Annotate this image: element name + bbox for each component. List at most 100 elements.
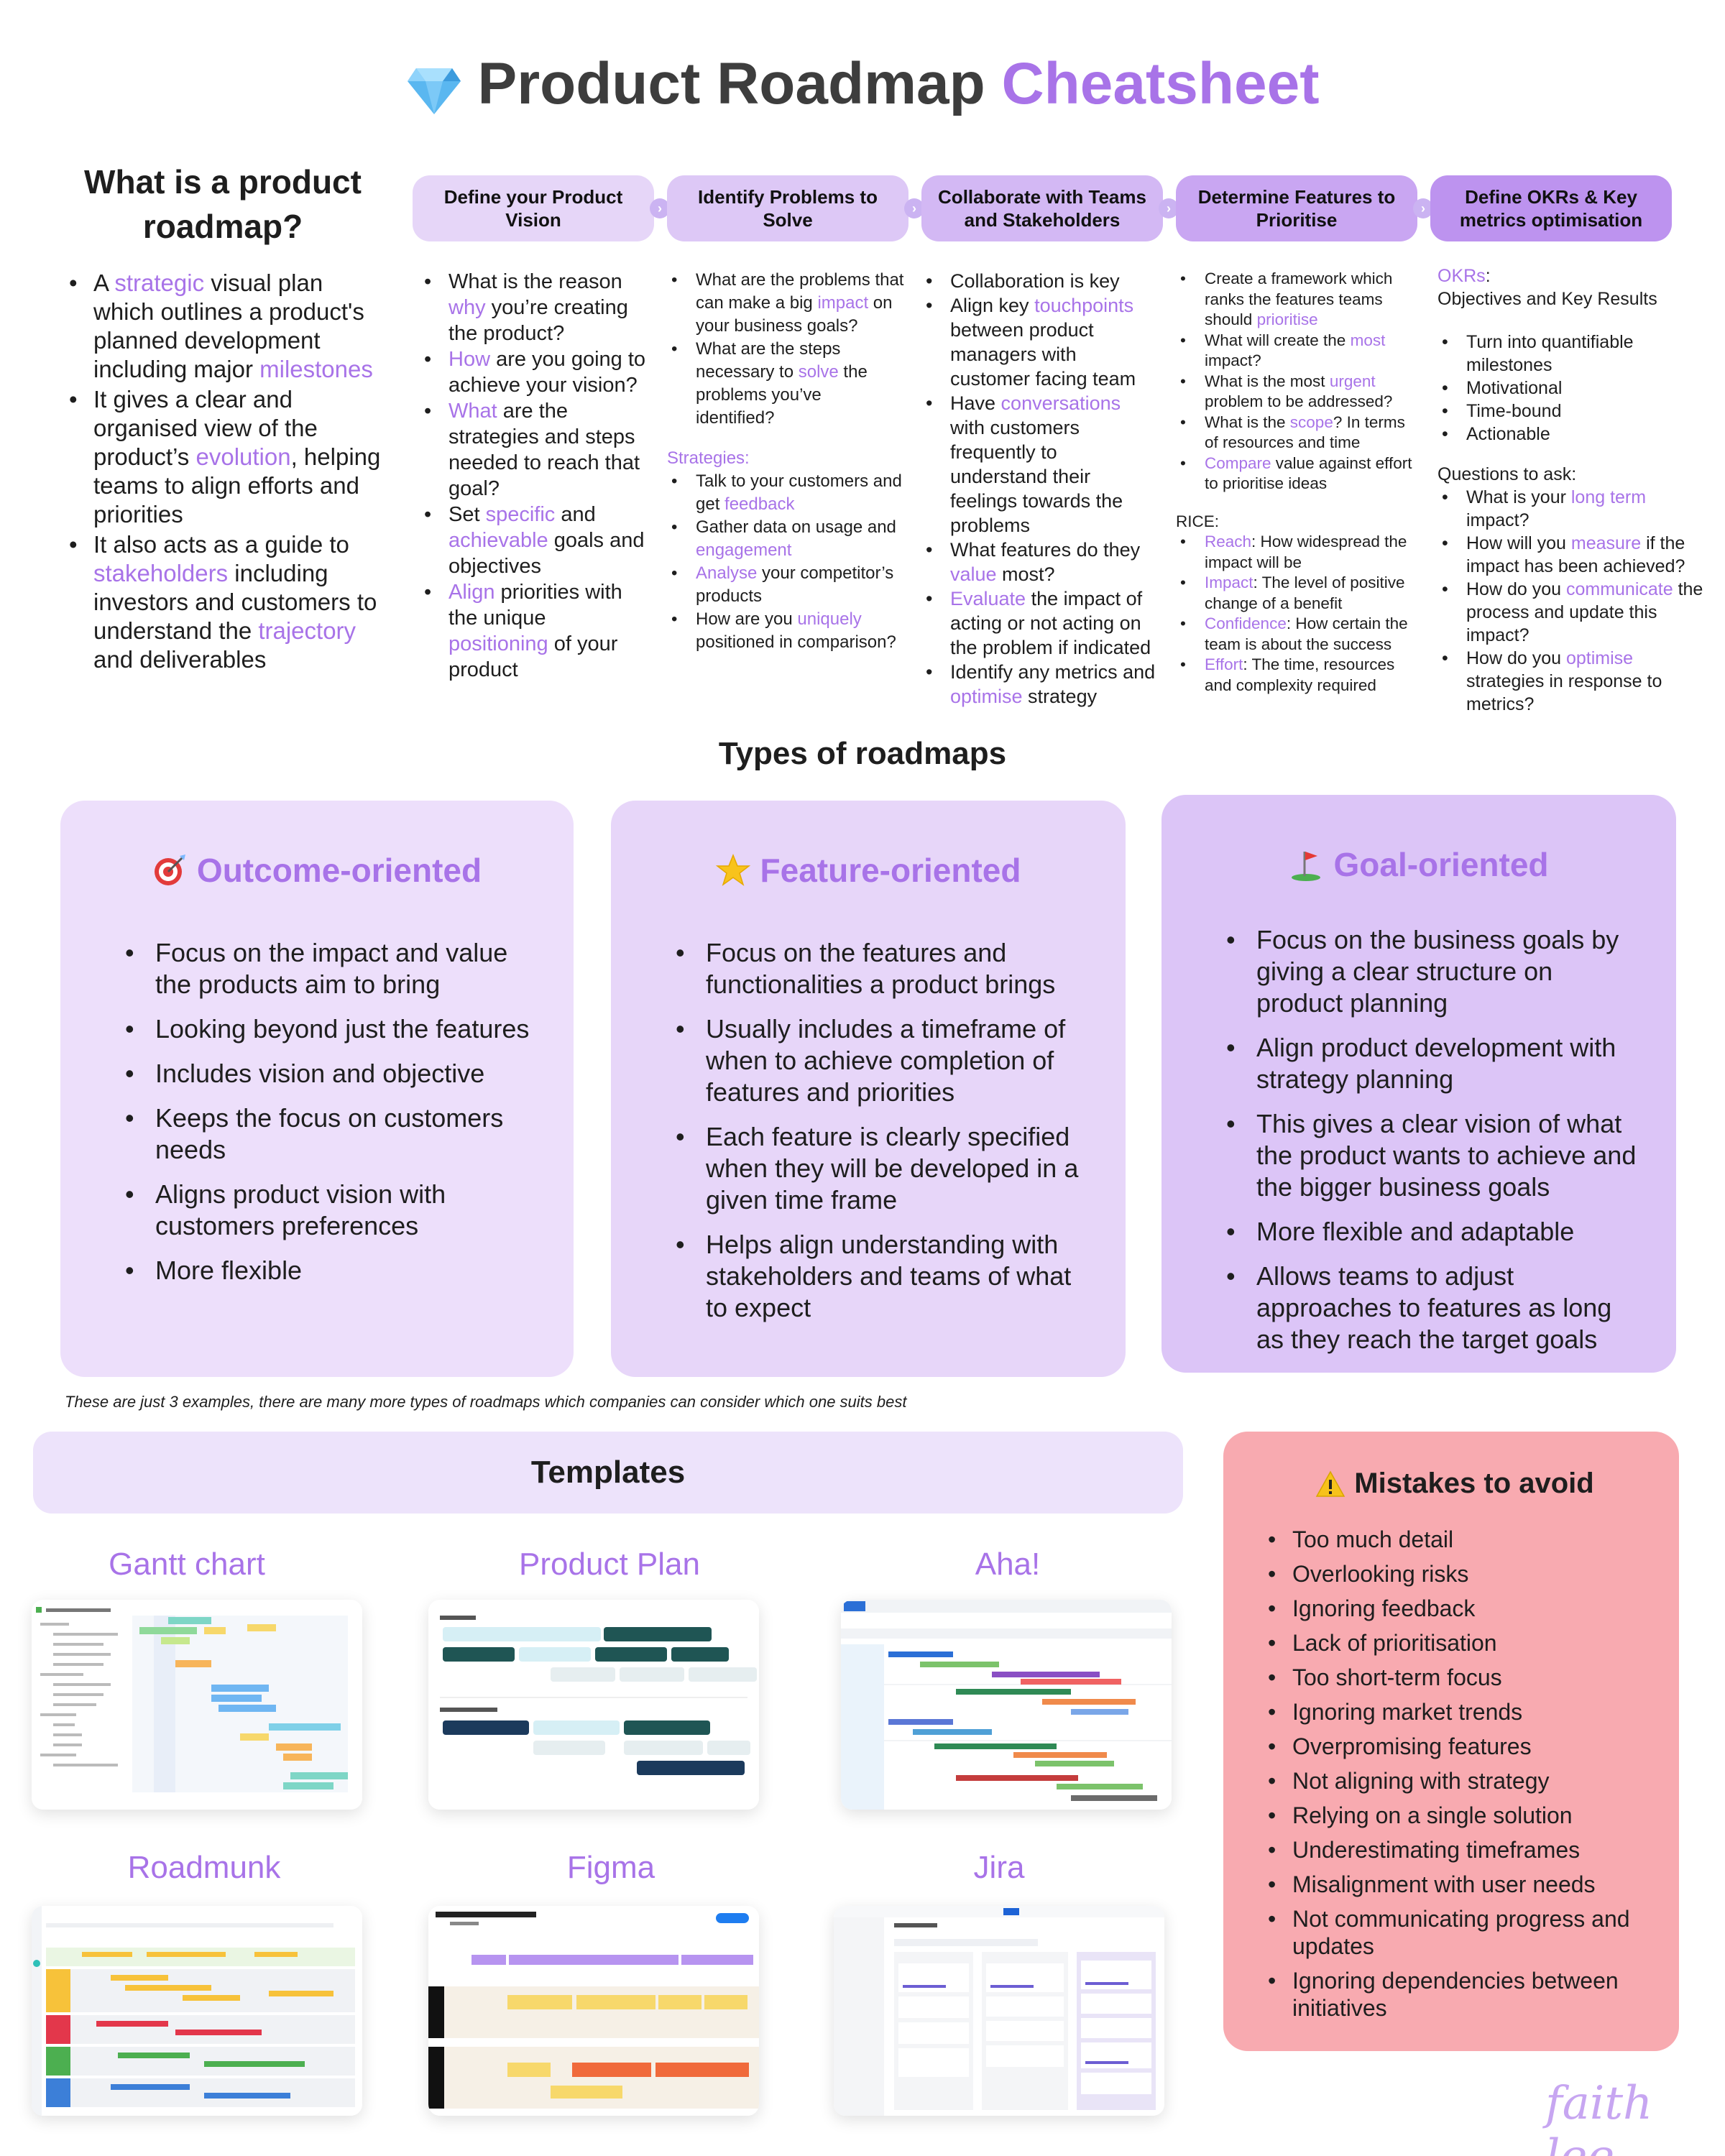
page-title: Product Roadmap Cheatsheet bbox=[0, 50, 1725, 118]
list-item: A strategic visual plan which outlines a… bbox=[65, 269, 381, 384]
aha-thumbnail[interactable] bbox=[841, 1600, 1172, 1810]
list-item: Motivational bbox=[1438, 377, 1703, 400]
template-label-aha: Aha! bbox=[975, 1547, 1041, 1582]
list-item: Usually includes a timeframe of when to … bbox=[676, 1013, 1090, 1108]
list-text: most? bbox=[996, 563, 1055, 585]
list-text: visual plan which outlines a product's p… bbox=[93, 270, 364, 382]
list-text: What are the problems that can make a bi… bbox=[696, 270, 904, 313]
vision-column: What is the reason why you’re creating t… bbox=[420, 269, 650, 683]
list-text: How do you bbox=[1466, 648, 1566, 668]
rice-list: Reach: How widespread the impact will be… bbox=[1176, 532, 1422, 696]
list-item: Set specific and achievable goals and ob… bbox=[420, 502, 650, 579]
list-item: Not communicating progress and updates bbox=[1266, 1905, 1643, 1960]
list-item: Ignoring feedback bbox=[1266, 1595, 1643, 1622]
list-text: including investors and customers to und… bbox=[93, 560, 377, 644]
dart-target-icon bbox=[154, 854, 185, 885]
list-text: What features do they bbox=[950, 539, 1141, 561]
strategies-list: Talk to your customers and get feedbackG… bbox=[667, 470, 904, 654]
vision-list: What is the reason why you’re creating t… bbox=[420, 269, 650, 683]
okr-heading: OKRs: bbox=[1438, 264, 1703, 287]
list-text: A bbox=[93, 270, 115, 296]
list-item: Aligns product vision with customers pre… bbox=[125, 1179, 538, 1242]
okr-list: Turn into quantifiable milestonesMotivat… bbox=[1438, 331, 1703, 446]
highlight-text: specific bbox=[485, 503, 556, 526]
list-item: Align key touchpoints between product ma… bbox=[921, 293, 1159, 391]
step-define-okrs: Define OKRs & Key metrics optimisation bbox=[1430, 175, 1672, 241]
list-item: Lack of prioritisation bbox=[1266, 1629, 1643, 1657]
template-label-jira: Jira bbox=[973, 1850, 1025, 1885]
list-text: of your product bbox=[448, 632, 618, 681]
list-text: priorities with the unique bbox=[448, 581, 622, 630]
list-text: How will you bbox=[1466, 533, 1571, 553]
list-item: Create a framework which ranks the featu… bbox=[1176, 269, 1422, 331]
collaborate-column: Collaboration is keyAlign key touchpoint… bbox=[921, 269, 1159, 709]
highlight-text: Reach bbox=[1205, 533, 1252, 550]
intro-list: A strategic visual plan which outlines a… bbox=[65, 269, 381, 674]
list-text: positioned in comparison? bbox=[696, 632, 896, 652]
list-text: impact? bbox=[1466, 510, 1530, 530]
list-text: value against effort to prioritise ideas bbox=[1205, 453, 1412, 493]
highlight-text: Effort bbox=[1205, 655, 1243, 673]
list-item: It also acts as a guide to stakeholders … bbox=[65, 530, 381, 674]
list-text: : How widespread the impact will be bbox=[1205, 533, 1407, 571]
list-text: your competitor’s products bbox=[696, 563, 894, 606]
figma-thumbnail[interactable] bbox=[428, 1906, 759, 2116]
highlight-text: stakeholders bbox=[93, 560, 229, 586]
roadmunk-thumbnail[interactable] bbox=[32, 1906, 362, 2116]
list-item: Ignoring dependencies between initiative… bbox=[1266, 1967, 1643, 2022]
list-text: Time-bound bbox=[1466, 401, 1562, 421]
list-item: Too short-term focus bbox=[1266, 1664, 1643, 1691]
features-list: Create a framework which ranks the featu… bbox=[1176, 269, 1422, 494]
golf-flag-icon bbox=[1292, 852, 1321, 881]
list-text: on your business goals? bbox=[696, 293, 893, 336]
list-text: the problems you’ve identified? bbox=[696, 362, 868, 428]
list-item: What is the reason why you’re creating t… bbox=[420, 269, 650, 346]
product-plan-thumbnail[interactable] bbox=[428, 1600, 759, 1810]
list-text: if the impact has been achieved? bbox=[1466, 533, 1685, 576]
list-text: What are the steps necessary to bbox=[696, 339, 841, 382]
highlight-text: Compare bbox=[1205, 453, 1271, 472]
highlight-text: What bbox=[448, 400, 497, 423]
list-item: Analyse your competitor’s products bbox=[667, 562, 904, 608]
list-text: the impact of acting or not acting on th… bbox=[950, 588, 1151, 658]
highlight-text: why bbox=[448, 296, 486, 319]
list-item: Have conversations with customers freque… bbox=[921, 391, 1159, 538]
list-item: This gives a clear vision of what the pr… bbox=[1226, 1108, 1640, 1203]
highlight-text: value bbox=[950, 563, 997, 585]
list-text: Align key bbox=[950, 295, 1035, 316]
mistakes-title: Mistakes to avoid bbox=[1266, 1468, 1643, 1500]
list-item: Turn into quantifiable milestones bbox=[1438, 331, 1703, 377]
mistakes-list: Too much detailOverlooking risksIgnoring… bbox=[1266, 1526, 1643, 2022]
list-text: How are you bbox=[696, 609, 798, 629]
highlight-text: How bbox=[448, 348, 491, 371]
list-item: Focus on the features and functionalitie… bbox=[676, 937, 1090, 1000]
gantt-chart-thumbnail[interactable] bbox=[32, 1600, 362, 1810]
highlight-text: long term bbox=[1570, 487, 1647, 507]
list-item: How do you optimise strategies in respon… bbox=[1438, 647, 1703, 716]
step-identify-problems: Identify Problems to Solve bbox=[667, 175, 908, 241]
list-text: Have bbox=[950, 392, 1001, 414]
list-item: Time-bound bbox=[1438, 400, 1703, 423]
intro-section: What is a product roadmap? A strategic v… bbox=[65, 160, 381, 676]
step-define-vision: Define your Product Vision bbox=[413, 175, 654, 241]
list-item: Underestimating timeframes bbox=[1266, 1836, 1643, 1864]
highlight-text: conversations bbox=[1000, 392, 1121, 414]
list-item: Each feature is clearly specified when t… bbox=[676, 1121, 1090, 1216]
jira-thumbnail[interactable] bbox=[834, 1906, 1164, 2116]
card-feature-oriented: Feature-oriented Focus on the features a… bbox=[611, 801, 1126, 1377]
list-item: Confidence: How certain the team is abou… bbox=[1176, 614, 1422, 655]
card-goal-oriented: Goal-oriented Focus on the business goal… bbox=[1162, 795, 1676, 1373]
list-item: Looking beyond just the features bbox=[125, 1013, 538, 1045]
list-item: Keeps the focus on customers needs bbox=[125, 1102, 538, 1166]
intro-heading: What is a product roadmap? bbox=[84, 163, 362, 245]
highlight-text: positioning bbox=[448, 632, 548, 655]
list-item: How are you uniquely positioned in compa… bbox=[667, 608, 904, 654]
list-item: Focus on the impact and value the produc… bbox=[125, 937, 538, 1000]
questions-label: Questions to ask: bbox=[1438, 464, 1577, 484]
list-text: Create a framework which ranks the featu… bbox=[1205, 270, 1393, 328]
list-text: : How certain the team is about the succ… bbox=[1205, 614, 1408, 653]
highlight-text: evolution bbox=[196, 443, 291, 470]
strategies-label: Strategies: bbox=[667, 448, 750, 468]
problems-column: What are the problems that can make a bi… bbox=[667, 269, 904, 654]
list-text: Turn into quantifiable milestones bbox=[1466, 332, 1634, 375]
